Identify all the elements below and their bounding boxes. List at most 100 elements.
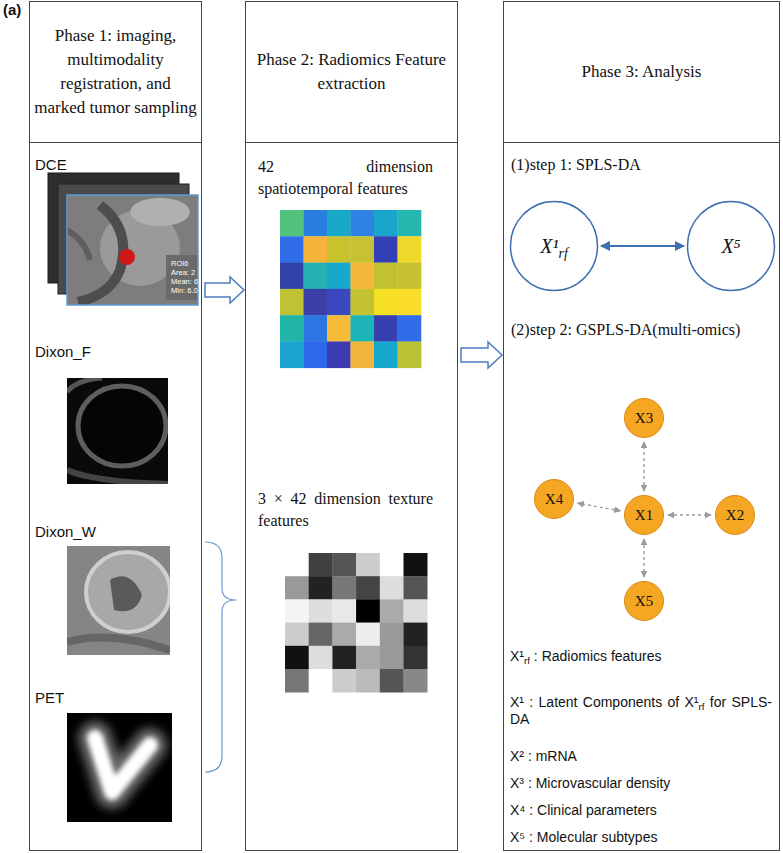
color-grid-cell [280, 236, 304, 263]
color-grid-cell [398, 289, 422, 316]
gray-grid-cell [332, 576, 356, 600]
color-grid-cell [398, 263, 422, 290]
dixon-w-image [67, 546, 170, 655]
node-text: (2)step 2: GSPLS-DA(multi-omics) [511, 319, 751, 341]
color-grid-cell [280, 210, 304, 237]
gray-grid-cell [404, 646, 428, 670]
drawing-part [130, 198, 190, 226]
color-grid-cell [327, 210, 351, 237]
gray-grid-cell [404, 553, 428, 577]
color-grid-cell [327, 236, 351, 263]
gray-grid-cell [380, 669, 404, 693]
shape-fill [511, 202, 598, 291]
drawing-part [67, 378, 168, 484]
gray-grid-cell [332, 669, 356, 693]
drawing-part [119, 249, 135, 265]
drawing-part [67, 713, 172, 822]
gray-grid-cell [285, 646, 309, 670]
omics-circle: X4 [533, 478, 575, 520]
image-annotation: Mean: 6 [171, 277, 198, 286]
image-annotation: Area: 2 [171, 268, 195, 277]
phase-header: Phase 2: Radiomics Feature extraction [245, 1, 458, 143]
node-text: Phase 2: Radiomics Feature extraction [250, 48, 453, 96]
color-grid-cell [327, 263, 351, 290]
feature-grids [280, 210, 428, 693]
symbol-key: X¹rf : Radiomics features [510, 648, 772, 665]
omics-circle: X5 [623, 580, 665, 622]
node-text: X2 [726, 507, 744, 524]
gray-grid-cell [309, 599, 333, 623]
gray-grid-cell [356, 646, 380, 670]
drawing-part [67, 195, 198, 305]
shape-fill [535, 480, 574, 519]
color-grid-cell [351, 210, 375, 237]
gray-grid-cell [285, 669, 309, 693]
gray-grid-cell [332, 553, 356, 577]
color-grid-cell [351, 315, 375, 342]
gray-grid-cell [404, 623, 428, 647]
phase-header: Phase 1: imaging, multimodality registra… [29, 1, 202, 143]
color-grid-cell [351, 342, 375, 369]
dce-image-stack [48, 173, 198, 305]
color-grid-cell [374, 236, 398, 263]
node-text: X4 [545, 491, 563, 508]
color-grid-cell [327, 289, 351, 316]
shape-fill [625, 399, 664, 438]
symbol-key: X⁵ : Molecular subtypes [510, 829, 772, 846]
node-text: X1 [635, 507, 653, 524]
drawing-part [67, 470, 168, 484]
gray-grid-cell [309, 623, 333, 647]
color-grid-cell [398, 210, 422, 237]
image-annotation: ROI6 [171, 259, 189, 268]
shape-fill [625, 496, 664, 535]
gray-grid-cell [380, 576, 404, 600]
color-grid-cell [280, 289, 304, 316]
node-text: DCE [35, 154, 67, 175]
color-grid-cell [304, 263, 328, 290]
drawing-part [95, 738, 150, 792]
gray-grid-cell [309, 576, 333, 600]
color-grid-cell [304, 236, 328, 263]
subscript: rf [558, 245, 567, 260]
node-text: X¹rf [540, 235, 568, 258]
node-text: Phase 1: imaging, multimodality registra… [34, 24, 197, 119]
node-text: PET [35, 687, 64, 708]
shape-fill [625, 582, 664, 621]
node-text: X3 [635, 410, 653, 427]
node-text: 42 dimension spatiotemporal features [258, 156, 433, 200]
color-grid-cell [327, 315, 351, 342]
drawing-part [86, 552, 170, 632]
phase-panel: (1)step 1: SPLS-DA(2)step 2: GSPLS-DA(mu… [503, 142, 780, 851]
node-text: X5 [635, 593, 653, 610]
gray-grid-cell [309, 669, 333, 693]
shape-fill [688, 202, 775, 291]
color-grid-cell [304, 289, 328, 316]
color-grid-cell [398, 342, 422, 369]
color-grid-cell [351, 289, 375, 316]
gray-grid-cell [285, 553, 309, 577]
color-grid-cell [374, 315, 398, 342]
panel-letter: (a) [3, 1, 21, 19]
gray-grid-cell [332, 623, 356, 647]
color-grid-cell [351, 236, 375, 263]
subscript: rf [524, 655, 530, 666]
color-grid-cell [304, 342, 328, 369]
color-grid-cell [280, 263, 304, 290]
omics-circle: X3 [623, 397, 665, 439]
gray-grid-cell [309, 646, 333, 670]
gray-grid-cell [356, 669, 380, 693]
color-grid-cell [280, 342, 304, 369]
variable-ellipse: X¹rf [509, 200, 599, 292]
gray-grid-cell [380, 599, 404, 623]
shape-fill [716, 496, 755, 535]
dixon-f-image [67, 378, 168, 484]
gray-grid-cell [356, 623, 380, 647]
symbol-key: X² : mRNA [510, 748, 772, 765]
bracket [205, 542, 236, 772]
node-text: 3 × 42 dimension texture features [258, 488, 433, 532]
drawing-part [110, 576, 142, 611]
gray-grid-cell [380, 623, 404, 647]
gray-grid-cell [309, 553, 333, 577]
